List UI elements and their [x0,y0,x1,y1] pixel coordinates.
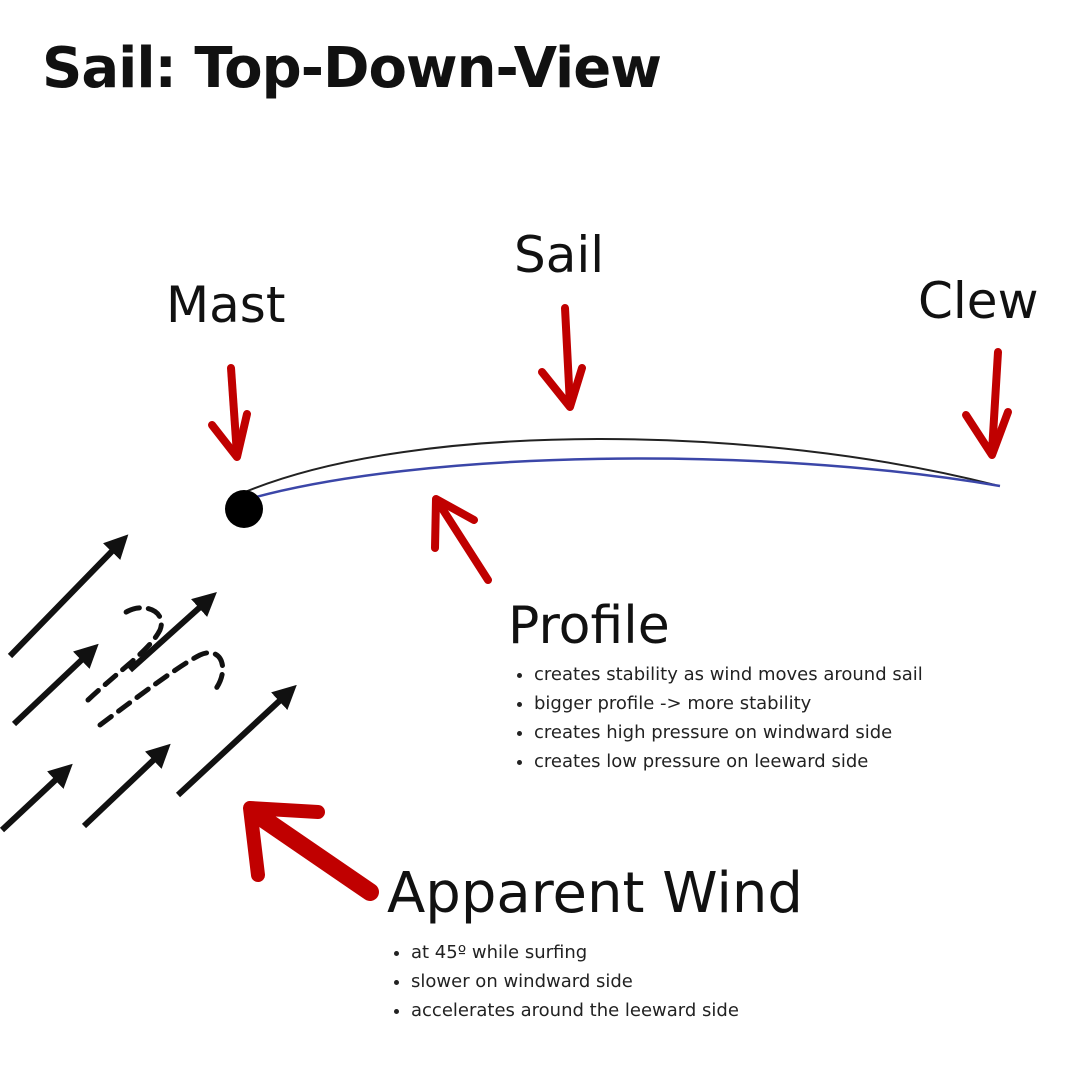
clew-pointer-arrow [962,348,1012,459]
wind-arrow [7,534,129,659]
mast-pointer-arrow [208,364,251,461]
apparent-wind-bullet-list: at 45º while surfing slower on windward … [387,938,739,1025]
list-item: at 45º while surfing [411,938,739,967]
mast-label: Mast [166,276,286,334]
page-title: Sail: Top-Down-View [42,36,662,101]
sail-windward-line [244,457,1001,502]
profile-heading: Profile [508,596,670,656]
wind-arrows [0,534,297,833]
sail-label: Sail [514,226,605,284]
profile-pointer-arrow [431,495,492,584]
list-item: bigger profile -> more stability [534,689,923,718]
wind-arrow [11,643,99,727]
wind-arrow [175,684,297,798]
profile-bullet-list: creates stability as wind moves around s… [510,660,923,776]
apparent-wind-heading: Apparent Wind [387,861,803,926]
airflow-dashed-lines [85,605,226,728]
list-item: accelerates around the leeward side [411,996,739,1025]
sail-leeward-line [244,438,996,493]
list-item: creates high pressure on windward side [534,718,923,747]
wind-arrow [81,743,171,829]
wind-arrow [127,591,217,673]
apparent-wind-pointer-arrow [243,801,379,901]
list-item: creates stability as wind moves around s… [534,660,923,689]
list-item: creates low pressure on leeward side [534,747,923,776]
wind-arrow [0,763,73,833]
sail-pointer-arrow [538,304,586,411]
list-item: slower on windward side [411,967,739,996]
mast-dot [225,490,263,528]
clew-label: Clew [918,272,1039,330]
